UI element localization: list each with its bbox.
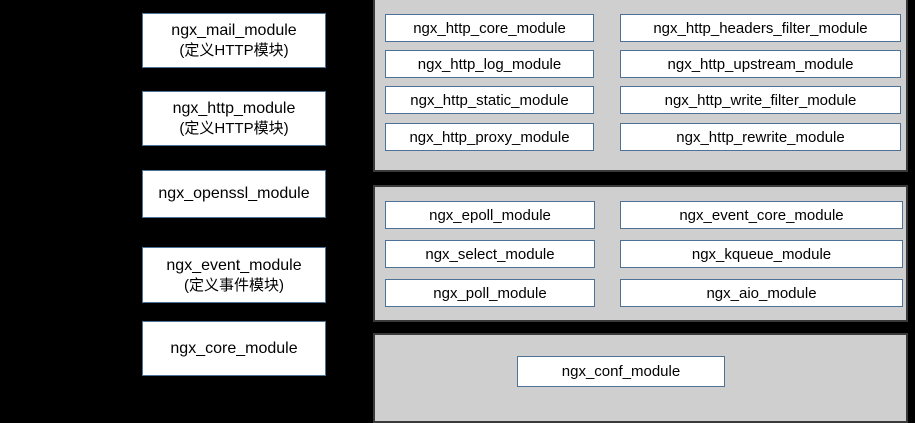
module-box-ngx-http-module: ngx_http_module (定义HTTP模块) xyxy=(142,91,326,146)
module-box-ngx-core-module: ngx_core_module xyxy=(142,321,326,376)
module-box-ngx-http-upstream-module: ngx_http_upstream_module xyxy=(620,50,901,78)
module-subtitle: (定义事件模块) xyxy=(184,276,284,294)
module-box-ngx-conf-module: ngx_conf_module xyxy=(517,356,725,387)
module-label: ngx_event_module xyxy=(166,256,302,274)
module-label: ngx_openssl_module xyxy=(158,185,310,202)
module-box-ngx-http-core-module: ngx_http_core_module xyxy=(385,14,594,42)
module-box-ngx-mail-module: ngx_mail_module (定义HTTP模块) xyxy=(142,13,326,68)
conf-module-panel: ngx_conf_module xyxy=(373,333,908,423)
module-box-ngx-select-module: ngx_select_module xyxy=(385,240,595,268)
module-box-ngx-event-module: ngx_event_module (定义事件模块) xyxy=(142,247,326,303)
module-box-ngx-openssl-module: ngx_openssl_module xyxy=(142,170,326,218)
module-box-ngx-http-write-filter-module: ngx_http_write_filter_module xyxy=(620,86,901,114)
module-label: ngx_core_module xyxy=(170,339,298,357)
module-box-ngx-epoll-module: ngx_epoll_module xyxy=(385,201,595,229)
module-box-ngx-aio-module: ngx_aio_module xyxy=(620,279,903,307)
module-box-ngx-http-log-module: ngx_http_log_module xyxy=(385,50,594,78)
module-box-ngx-http-headers-filter-module: ngx_http_headers_filter_module xyxy=(620,14,901,42)
module-subtitle: (定义HTTP模块) xyxy=(179,42,289,59)
module-subtitle: (定义HTTP模块) xyxy=(179,120,289,137)
module-label: ngx_http_module xyxy=(172,100,296,117)
module-box-ngx-http-rewrite-module: ngx_http_rewrite_module xyxy=(620,123,901,151)
event-modules-panel: ngx_epoll_module ngx_select_module ngx_p… xyxy=(373,185,908,322)
module-box-ngx-event-core-module: ngx_event_core_module xyxy=(620,201,903,229)
module-box-ngx-http-proxy-module: ngx_http_proxy_module xyxy=(385,123,594,151)
module-box-ngx-http-static-module: ngx_http_static_module xyxy=(385,86,594,114)
http-modules-panel: ngx_http_core_module ngx_http_log_module… xyxy=(373,0,908,172)
module-box-ngx-kqueue-module: ngx_kqueue_module xyxy=(620,240,903,268)
module-box-ngx-poll-module: ngx_poll_module xyxy=(385,279,595,307)
module-label: ngx_mail_module xyxy=(171,22,297,39)
